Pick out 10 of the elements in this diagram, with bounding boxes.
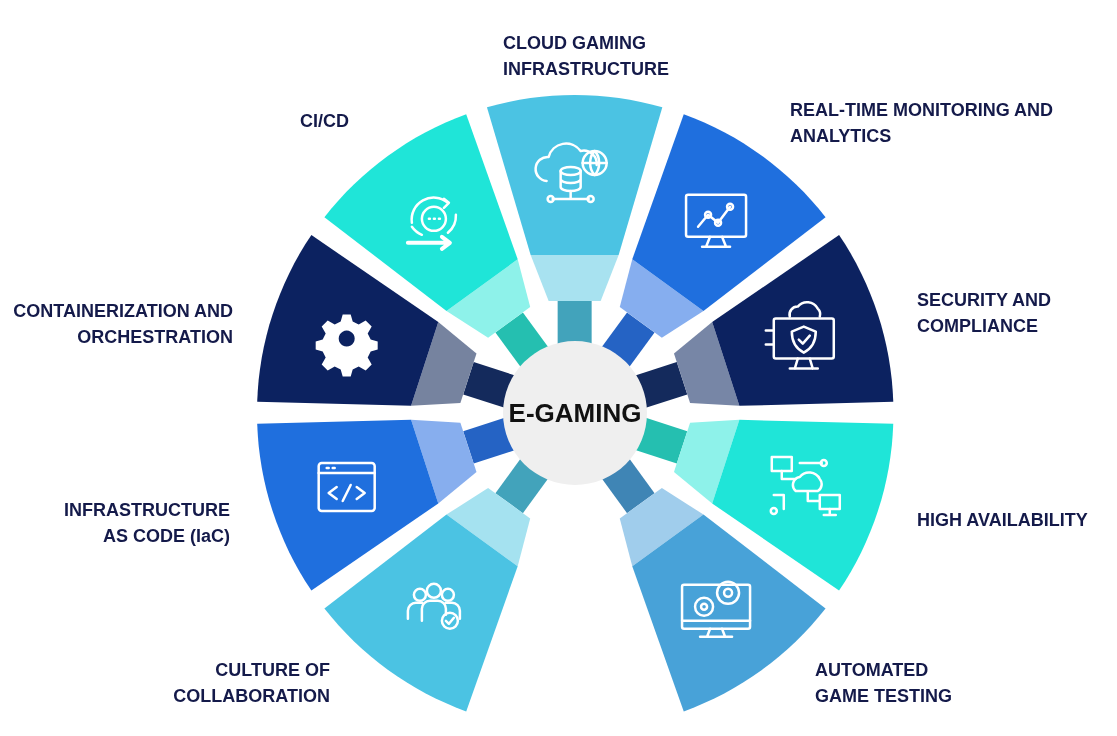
segment-label: HIGH AVAILABILITY bbox=[917, 509, 1089, 532]
segment-label: CONTAINERIZATION AND ORCHESTRATION bbox=[12, 300, 233, 349]
segment-label: INFRASTRUCTURE AS CODE (IaC) bbox=[63, 499, 230, 548]
hub-title: E-GAMING bbox=[508, 397, 642, 429]
segment-label: CI/CD bbox=[300, 110, 350, 133]
segment-label: REAL-TIME MONITORING AND ANALYTICS bbox=[790, 99, 1054, 148]
segment-label: AUTOMATED GAME TESTING bbox=[815, 659, 953, 708]
segment-label: CLOUD GAMING INFRASTRUCTURE bbox=[503, 32, 670, 81]
segment-label: SECURITY AND COMPLIANCE bbox=[917, 289, 1052, 338]
segment-label: CULTURE OF COLLABORATION bbox=[172, 659, 330, 708]
